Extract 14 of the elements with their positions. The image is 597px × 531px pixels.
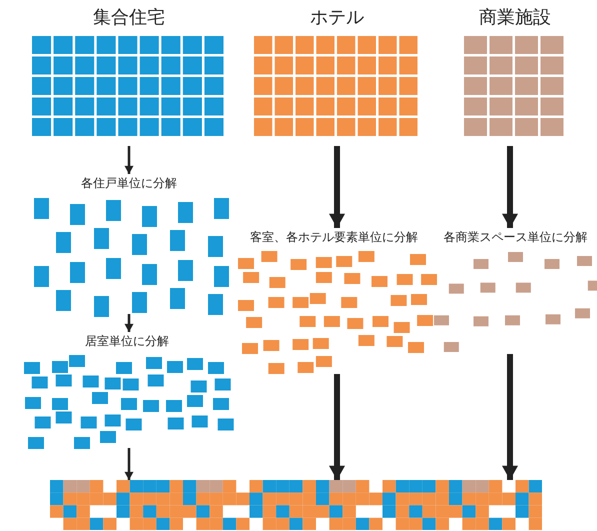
column-title: ホテル [309,6,365,30]
step-label: 各商業スペース単位に分解 [442,229,588,246]
step-label: 各住戸単位に分解 [80,175,178,192]
column-title: 集合住宅 [92,6,166,30]
arrow [502,146,518,228]
arrow [124,314,134,332]
step-label: 居室単位に分解 [84,333,170,350]
arrow [502,354,518,480]
step-label: 客室、各ホテル要素単位に分解 [249,229,419,246]
arrow [329,374,345,480]
arrow [124,146,134,174]
column-title: 商業施設 [478,6,552,30]
arrow [329,146,345,228]
arrow [124,448,134,480]
